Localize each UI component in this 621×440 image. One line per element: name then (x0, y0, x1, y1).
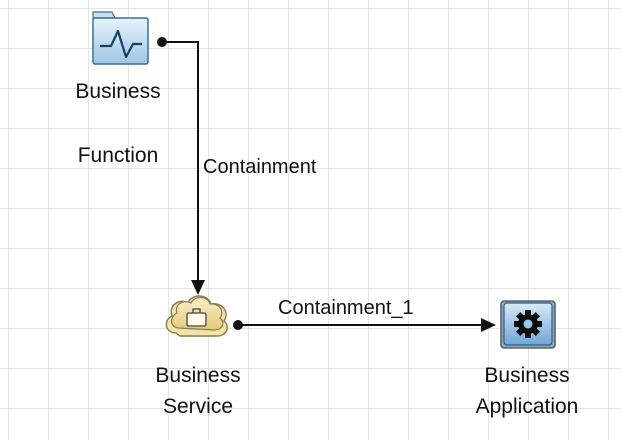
business-function-icon[interactable] (92, 11, 149, 65)
edge-label-containment: Containment (203, 156, 317, 178)
business-application-label-line2: Application (475, 395, 579, 418)
business-function-label-line1: Business (75, 80, 161, 103)
business-application-icon[interactable] (500, 300, 556, 349)
business-application-label-line1: Business (484, 364, 570, 387)
business-service-icon[interactable] (165, 295, 228, 337)
edge-label-containment-1: Containment_1 (278, 297, 414, 319)
edge-arrowhead (481, 318, 496, 332)
business-service-label-line2: Service (162, 395, 234, 418)
edge-containment-1[interactable] (233, 318, 496, 332)
business-service-label-line1: Business (155, 364, 241, 387)
business-function-label-line2: Function (77, 144, 159, 167)
edge-line (162, 41, 199, 282)
edge-containment[interactable] (157, 37, 205, 295)
edge-arrowhead (191, 280, 205, 295)
